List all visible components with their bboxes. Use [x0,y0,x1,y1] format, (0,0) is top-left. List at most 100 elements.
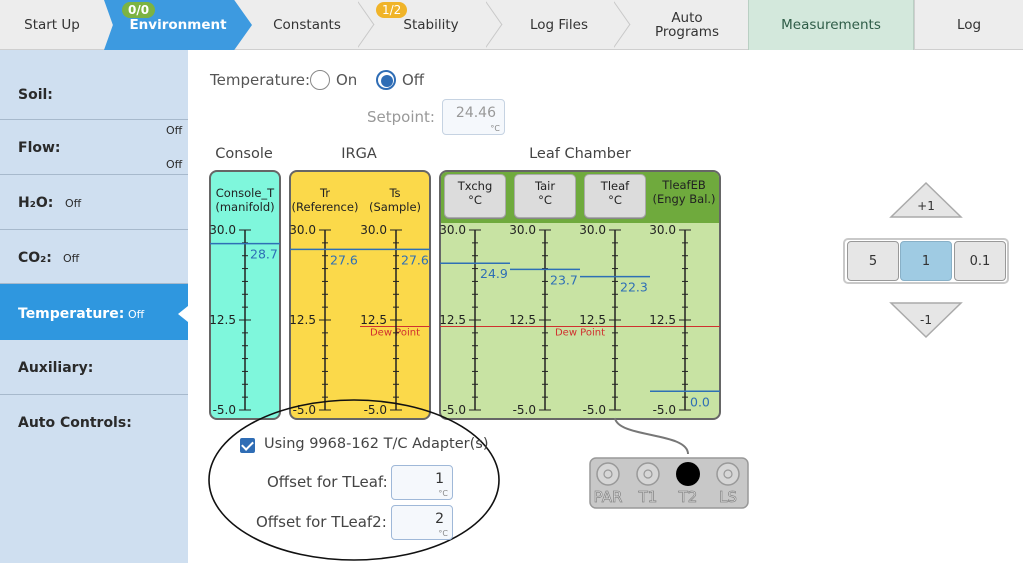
gauge-tick-label: -5.0 [653,403,676,417]
tab-label: Auto Programs [655,10,719,40]
sidebar-item-state: Off [128,308,145,321]
sidebar-item-label: H₂O: [18,195,54,211]
connector-port-label: PAR [594,488,623,506]
column-header-tr: Tr(Reference) [288,186,362,214]
sidebar-item-label: Soil: [18,87,53,103]
tab-stability[interactable]: 1/2 Stability [372,0,490,50]
column-header-line: TleafEB [662,178,706,192]
column-header-line: Tair [534,179,556,193]
connector-port-label: LS [719,488,737,506]
column-header-line: °C [608,193,622,207]
gauge-tick-label: 30.0 [509,223,536,237]
gauge-reading-value: 28.7 [250,247,278,262]
gauge-reading-value: 27.6 [330,252,358,267]
temperature-off-radio[interactable] [376,70,396,90]
column-header-line: Tleaf [600,179,630,193]
connector-port-inner [603,469,613,479]
tab-log[interactable]: Log [914,0,1023,50]
tab-badge: 1/2 [376,2,408,18]
connector-port-inner [723,469,733,479]
column-header-line: Tr [319,186,331,200]
sidebar-item-h2o[interactable]: H₂O: Off [0,175,188,230]
irga-panel [289,170,431,420]
sidebar-item-soil[interactable]: Soil: [0,65,188,120]
tab-environment[interactable]: 0/0 Environment [104,0,252,50]
tab-auto-programs[interactable]: Auto Programs [628,0,746,50]
step-0-1-button[interactable]: 0.1 [954,241,1006,281]
setpoint-label: Setpoint: [367,108,435,126]
gauge-tick-label: 30.0 [289,223,316,237]
temperature-on-radio[interactable] [310,70,330,90]
step-size-group [843,238,1009,284]
temperature-on-label: On [336,71,358,89]
dew-point-label: Dew Point [555,328,605,339]
column-header-line: (Engy Bal.) [652,192,716,206]
column-header-line: Console_T [215,186,275,200]
increment-down-button[interactable]: -1 [888,300,964,340]
temperature-off-label: Off [402,71,425,89]
gauge-tick-label: 30.0 [649,223,676,237]
tab-measurements[interactable]: Measurements [748,0,914,50]
gauge-tick-label: 30.0 [579,223,606,237]
connector-port-label: T1 [638,488,658,506]
tleaf-button[interactable]: Tleaf°C [584,174,646,218]
tair-button[interactable]: Tair°C [514,174,576,218]
adapter-checkbox-label: Using 9968-162 T/C Adapter(s) [264,436,489,452]
tab-label: Measurements [781,17,881,33]
sidebar-item-state: Off [63,252,80,265]
gauge-tick-label: -5.0 [513,403,536,417]
gauge-reading-value: 23.7 [550,272,578,287]
increment-down-label: -1 [920,313,932,327]
connector-port [636,462,660,486]
sidebar-item-state: Off [166,158,183,171]
sidebar-item-auto-controls[interactable]: Auto Controls: [0,395,188,451]
tab-constants[interactable]: Constants [252,0,362,50]
gauge-tick-label: 12.5 [289,313,316,327]
column-header-tleafeb: TleafEB(Engy Bal.) [648,178,720,206]
step-1-button[interactable]: 1 [900,241,952,281]
offset-tleaf-input[interactable]: 1 °C [391,465,453,500]
connector-body [589,457,749,509]
connector-port-active [676,462,700,486]
adapter-checkbox[interactable] [240,438,255,453]
connector-port-inner [643,469,653,479]
tab-badge: 0/0 [122,2,156,18]
offset-tleaf2-value: 2 [435,511,444,527]
offset-tleaf2-unit: °C [438,529,448,538]
gauge-tick-label: 12.5 [579,313,606,327]
step-5-button[interactable]: 5 [847,241,899,281]
tab-log-files[interactable]: Log Files [500,0,618,50]
tab-label: Log Files [529,17,589,33]
sidebar-item-co2[interactable]: CO₂: Off [0,230,188,284]
gauge-tick-label: 12.5 [209,313,236,327]
tab-label: Constants [273,17,341,33]
gauge-tick-label: 12.5 [360,313,387,327]
txchg-button[interactable]: Txchg°C [444,174,506,218]
group-title-irga: IRGA [341,146,377,162]
gauge-reading-value: 24.9 [480,266,508,281]
sidebar-item-temperature[interactable]: Temperature: Off [0,284,188,340]
group-title-console: Console [215,146,273,162]
temperature-label: Temperature: [210,71,311,89]
sidebar-item-state: Off [166,124,183,137]
tab-start-up[interactable]: Start Up [0,0,104,50]
gauge-reading-value: 27.6 [401,252,429,267]
sidebar-item-auxiliary[interactable]: Auxiliary: [0,340,188,395]
increment-up-button[interactable]: +1 [888,180,964,220]
tab-label: Environment [129,17,227,33]
offset-tleaf2-input[interactable]: 2 °C [391,505,453,540]
gauge-tick-label: 30.0 [439,223,466,237]
sidebar-item-label: Temperature: [18,306,125,322]
tab-label: Start Up [24,17,80,33]
sidebar-item-flow[interactable]: Flow: Off Off [0,120,188,175]
column-header-line: °C [468,193,482,207]
column-header-line: Txchg [457,179,493,193]
setpoint-input[interactable]: 24.46 °C [442,99,505,135]
step-label: 1 [921,253,931,269]
sidebar-item-label: Auxiliary: [18,360,94,376]
gauge-tick-label: -5.0 [443,403,466,417]
gauge-tick-label: -5.0 [213,403,236,417]
group-title-leaf-chamber: Leaf Chamber [529,146,631,162]
sidebar: Soil: Flow: Off Off H₂O: Off CO₂: Off Te… [0,50,188,563]
